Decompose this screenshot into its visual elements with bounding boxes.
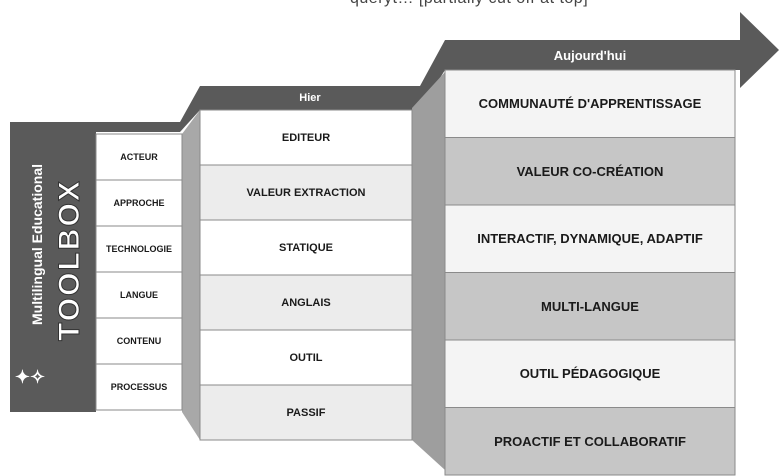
today-cell <box>444 137 736 206</box>
today-cell <box>444 69 736 138</box>
today-cell <box>444 204 736 273</box>
today-label: OUTIL PÉDAGOGIQUE <box>519 366 661 382</box>
top-caption: queryt… [partially cut off at top] <box>0 0 779 16</box>
depth-bevel <box>412 72 445 470</box>
header-today: Aujourd'hui <box>553 47 627 63</box>
hier-label: STATIQUE <box>279 241 333 254</box>
category-label: LANGUE <box>120 290 158 300</box>
today-cell <box>444 339 736 408</box>
hier-label: VALEUR EXTRACTION <box>246 186 366 199</box>
brand-panel <box>10 122 96 412</box>
staircase-arrow <box>10 12 779 132</box>
category-cell <box>95 271 183 319</box>
today-cell <box>444 272 736 341</box>
toolbox-logo: TOOLBOX <box>53 179 87 342</box>
today-label: INTERACTIF, DYNAMIQUE, ADAPTIF <box>477 231 703 247</box>
category-label: CONTENU <box>116 336 162 346</box>
hier-label: EDITEUR <box>281 131 331 144</box>
category-cell <box>95 317 183 365</box>
category-cell <box>95 363 183 411</box>
depth-bevel-2 <box>182 110 200 440</box>
hier-cell <box>199 219 413 276</box>
category-label: ACTEUR <box>120 152 158 162</box>
today-cell <box>444 407 736 476</box>
hier-label: ANGLAIS <box>281 296 331 309</box>
category-label: APPROCHE <box>113 198 165 208</box>
hier-cell <box>199 109 413 166</box>
brand-vertical-text: Multilingual Educational <box>29 164 45 326</box>
today-label: PROACTIF ET COLLABORATIF <box>494 433 686 449</box>
hier-label: PASSIF <box>286 406 326 419</box>
category-label: TECHNOLOGIE <box>105 244 172 254</box>
category-label: PROCESSUS <box>110 382 168 392</box>
hier-cell <box>199 164 413 221</box>
stars-icon: ✦✧ <box>14 366 46 387</box>
category-cell <box>95 225 183 273</box>
hier-cell <box>199 274 413 331</box>
today-label: COMMUNAUTÉ D'APPRENTISSAGE <box>478 96 702 112</box>
hier-cell <box>199 384 413 441</box>
hier-cell <box>199 329 413 386</box>
category-cell <box>95 179 183 227</box>
header-hier: Hier <box>299 92 321 104</box>
hier-label: OUTIL <box>289 351 323 364</box>
today-label: MULTI-LANGUE <box>541 298 639 314</box>
today-label: VALEUR CO-CRÉATION <box>516 163 664 179</box>
